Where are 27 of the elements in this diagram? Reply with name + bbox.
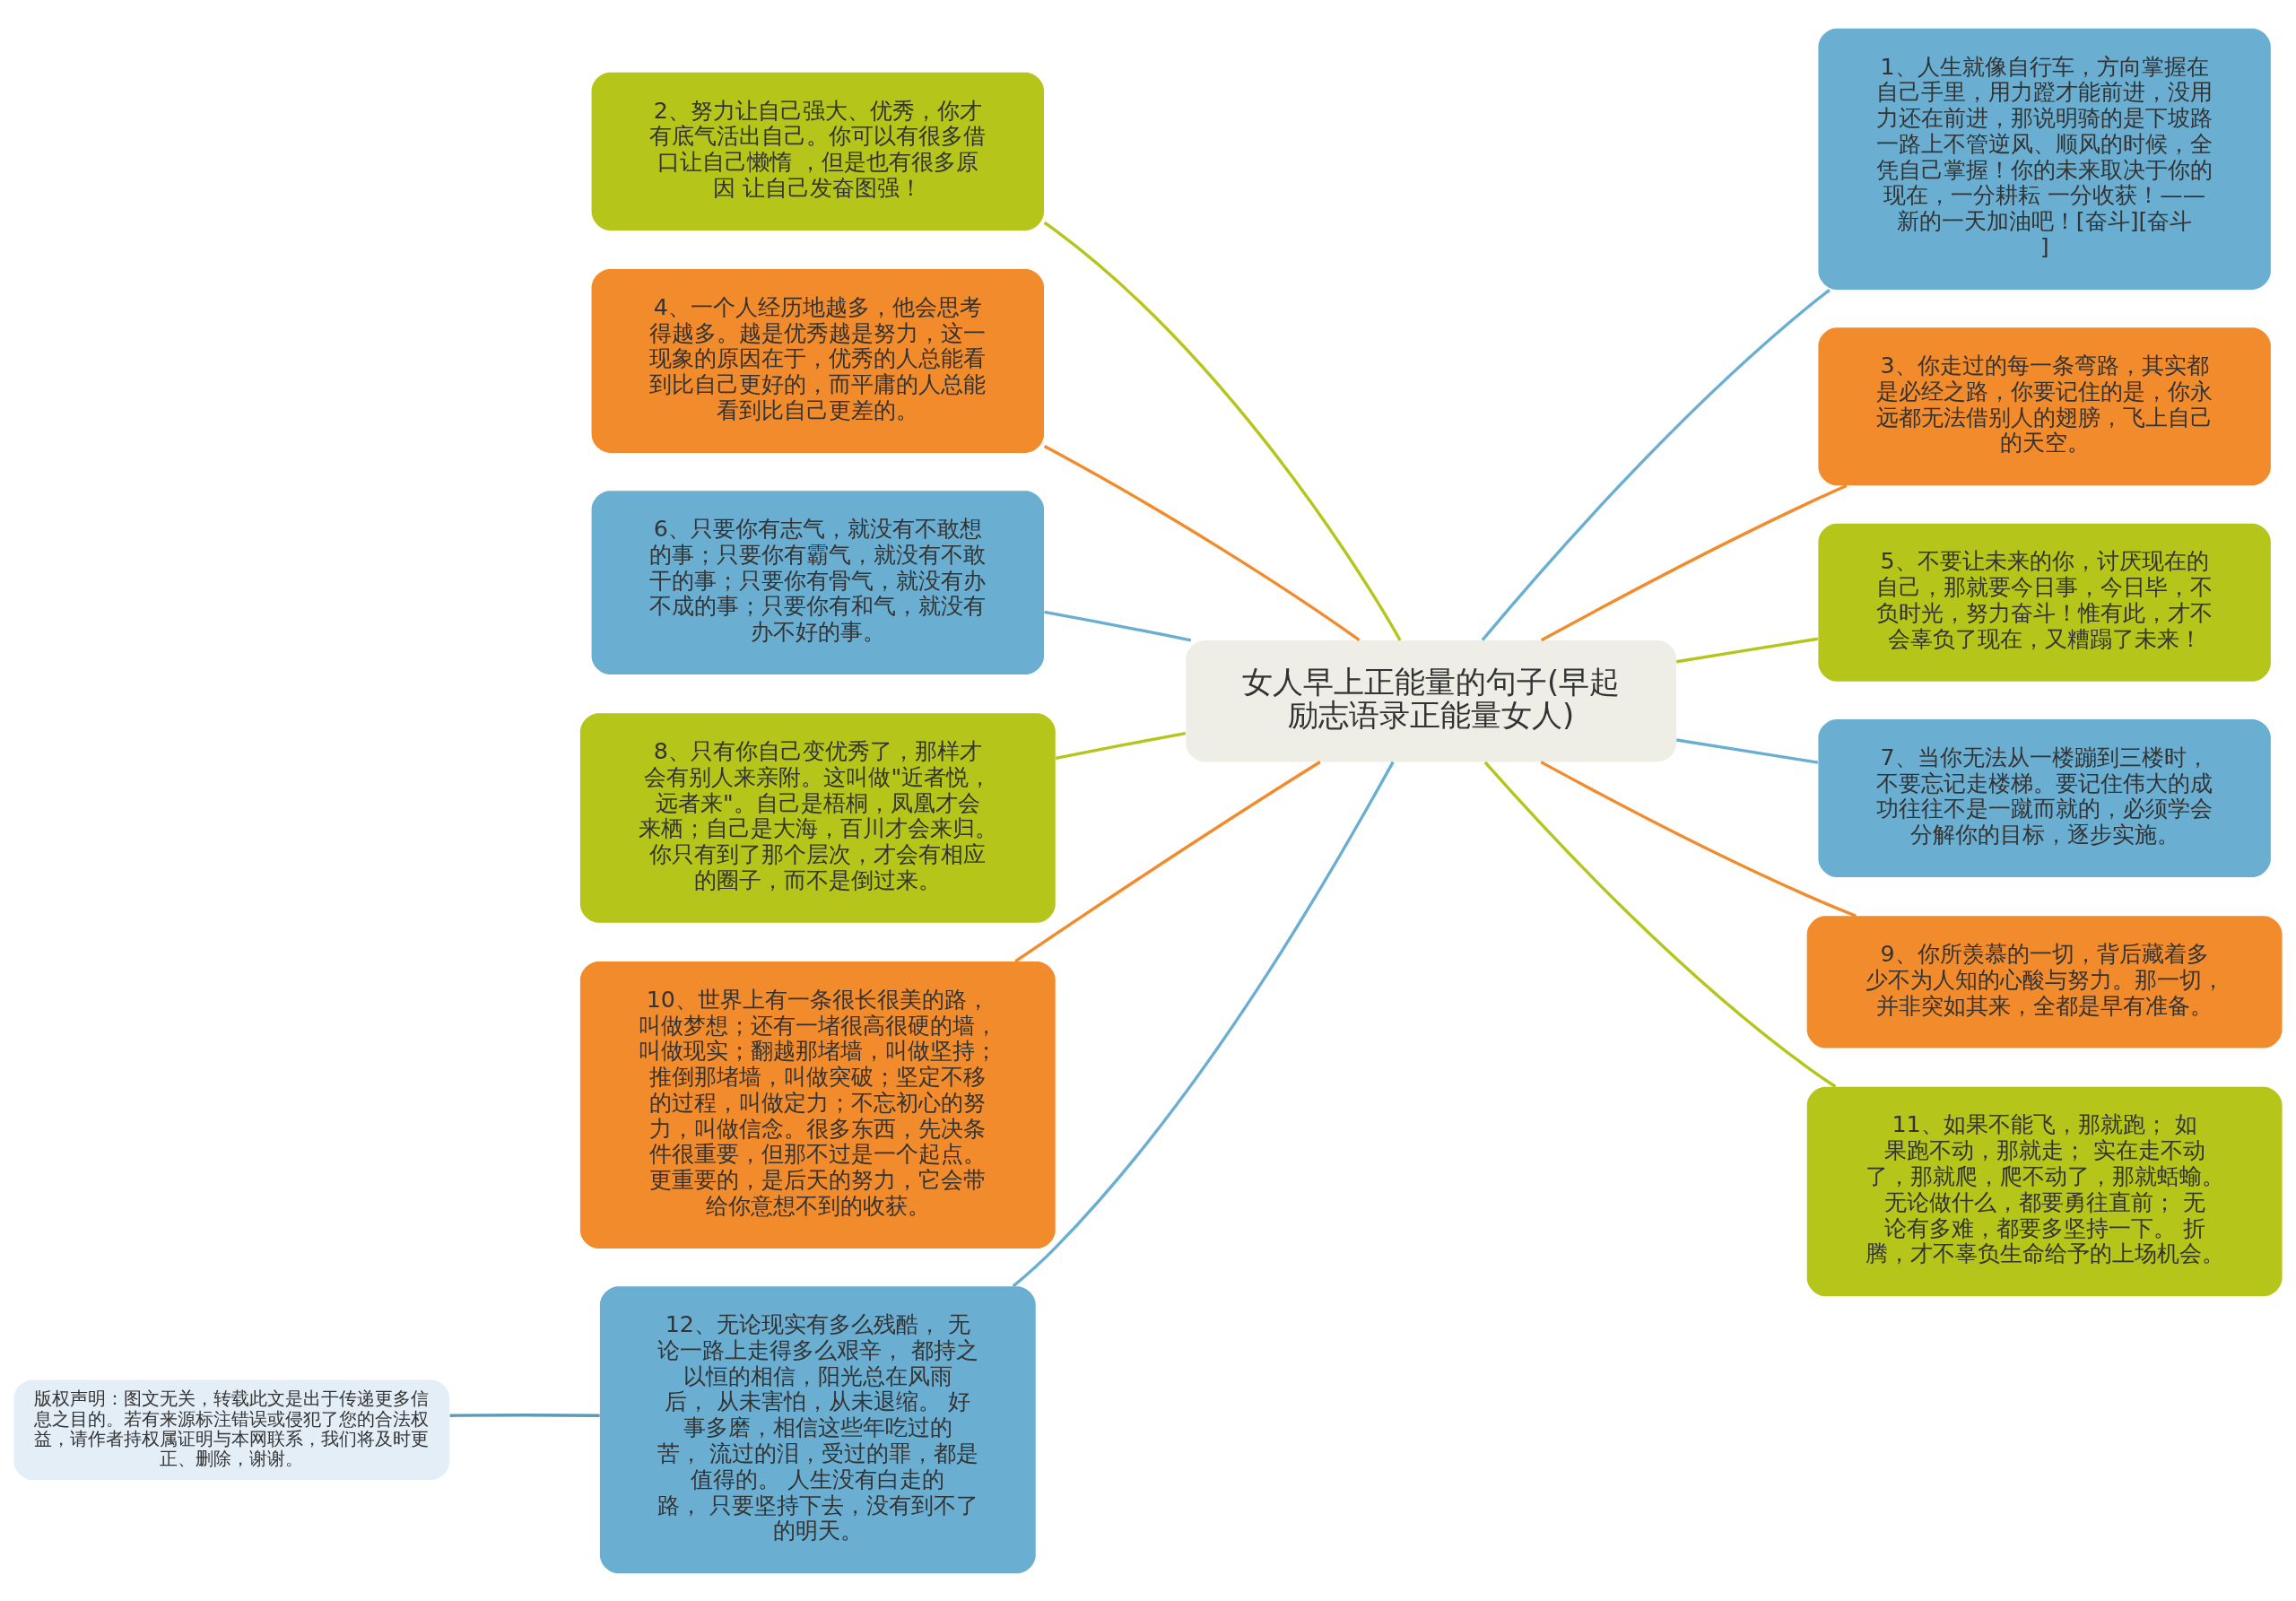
connector bbox=[1012, 761, 1395, 1287]
node-box: 6、只要你有志气，就没有不敢想的事；只要你有霸气，就没有不敢干的事；只要你有骨气，就没有办不成的事；只要你有和气，就没有办不好的事。 bbox=[591, 490, 1045, 674]
node-box: 10、世界上有一条很长很美的路，叫做梦想；还有一堵很高很硬的墙，叫做现实；翻越那堵墙，叫做坚持；推倒那堵墙，叫做突破；坚定不移的过程，叫做定力；不忘初心的努力，叫做信念。很多东西，先决条件很重要，但那不过是一个起点。更重要的，是后天的努力，它会带给你意想不到的收获。 bbox=[579, 961, 1056, 1249]
connector bbox=[1055, 731, 1187, 760]
node-box: 4、一个人经历地越多，他会思考得越多。越是优秀越是努力，这一现象的原因在于，优秀的人总能看到比自己更好的，而平庸的人总能看到比自己更差的。 bbox=[591, 268, 1045, 453]
connector bbox=[1043, 444, 1361, 641]
connector bbox=[1676, 737, 1819, 764]
connector bbox=[1481, 288, 1831, 641]
connector bbox=[1483, 761, 1837, 1088]
node-box: 8、只有你自己变优秀了，那样才会有别人来亲附。这叫做"近者悦，远者来"。自己是梧桐，凤凰才会来栖；自己是大海，百川才会来归。你只有到了那个层次，才会有相应的圈子，而不是倒过来。 bbox=[579, 712, 1056, 923]
connector bbox=[1540, 760, 1857, 918]
node-box: 5、不要让未来的你，讨厌现在的自己，那就要今日事，今日毕，不负时光，努力奋斗！惟有此，才不会辜负了现在，又糟蹋了未来！ bbox=[1818, 523, 2271, 682]
node-box: 1、人生就像自行车，方向掌握在自己手里，用力蹬才能前进，没用力还在前进，那说明骑的是下坡路一路上不管逆风、顺风的时候，全凭自己掌握！你的未来取决于你的现在，一分耕耘 一分收获！——新的一天加油吧！[奋斗][奋斗] bbox=[1818, 28, 2271, 290]
connector bbox=[1676, 637, 1819, 663]
connector bbox=[449, 1413, 600, 1417]
connector bbox=[1014, 760, 1321, 962]
node-box: 2、努力让自己强大、优秀，你才有底气活出自己。你可以有很多借口让自己懒惰 ，但是也有很多原因 让自己发奋图强！ bbox=[591, 72, 1045, 231]
node-box: 3、你走过的每一条弯路，其实都是必经之路，你要记住的是，你永远都无法借别人的翅膀，飞上自己的天空。 bbox=[1818, 326, 2271, 485]
node-box: 12、无论现实有多么残酷， 无论一路上走得多么艰辛， 都持之以恒的相信，阳光总在风雨后， 从未害怕，从未退缩。 好事多磨，相信这些年吃过的苦， 流过的泪，受过的罪，都是值得的。 人生没有白走的路， 只要坚持下去，没有到不了的明天。 bbox=[599, 1285, 1036, 1573]
connector bbox=[1540, 483, 1848, 641]
node-box: 7、当你无法从一楼蹦到三楼时，不要忘记走楼梯。要记住伟大的成功往往不是一蹴而就的，必须学会分解你的目标，逐步实施。 bbox=[1818, 718, 2271, 877]
node-box: 11、如果不能飞，那就跑； 如果跑不动，那就走； 实在走不动了，那就爬，爬不动了，那就蛞蝓。无论做什么，都要勇往直前； 无论有多难，都要多坚持一下。 折腾，才不辜负生命给予的上场机会。 bbox=[1806, 1086, 2283, 1296]
connector bbox=[1044, 610, 1192, 642]
connector bbox=[1043, 221, 1402, 641]
node-box: 版权声明：图文无关，转载此文是出于传递更多信息之目的。若有来源标注错误或侵犯了您的合法权益，请作者持权属证明与本网联系，我们将及时更正、删除，谢谢。 bbox=[13, 1379, 450, 1480]
node-box: 女人早上正能量的句子(早起励志语录正能量女人) bbox=[1186, 640, 1677, 761]
node-box: 9、你所羡慕的一切，背后藏着多少不为人知的心酸与努力。那一切，并非突如其来，全都是早有准备。 bbox=[1806, 915, 2283, 1048]
